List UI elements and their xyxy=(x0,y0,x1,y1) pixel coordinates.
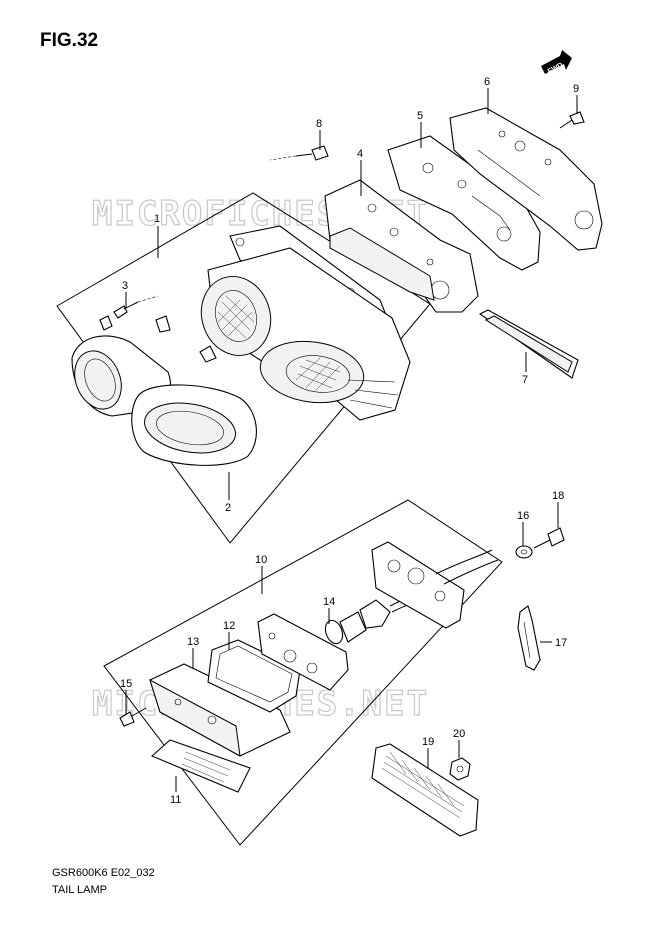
screw-8[interactable] xyxy=(269,145,329,161)
socket-plate[interactable] xyxy=(257,613,349,691)
callout-1: 1 xyxy=(154,213,160,225)
callout-16: 16 xyxy=(517,510,529,522)
screw-9[interactable] xyxy=(559,111,585,129)
callout-7: 7 xyxy=(522,374,528,386)
gasket-plate-4[interactable] xyxy=(324,179,479,313)
forward-direction-arrow-icon: FWD xyxy=(541,50,572,75)
screw-3[interactable] xyxy=(113,295,159,319)
callout-leaders xyxy=(125,88,578,792)
callout-14: 14 xyxy=(323,596,335,608)
washer-16[interactable] xyxy=(515,545,533,559)
nut-20[interactable] xyxy=(449,757,471,781)
model-code: GSR600K6 E02_032 xyxy=(52,867,155,879)
wire-grommet-plate[interactable] xyxy=(371,541,499,629)
callout-20: 20 xyxy=(453,728,465,740)
callout-18: 18 xyxy=(552,490,564,502)
lamp-rim-cover[interactable] xyxy=(66,315,257,466)
bulb-14[interactable] xyxy=(322,611,367,646)
license-lamp-assembly-frame xyxy=(103,499,503,846)
reflector-bracket-17[interactable] xyxy=(517,605,541,671)
callout-8: 8 xyxy=(316,118,322,130)
callout-17: 17 xyxy=(555,637,567,649)
callout-6: 6 xyxy=(484,76,490,88)
screw-15[interactable] xyxy=(119,707,147,727)
gasket-12[interactable] xyxy=(207,639,301,713)
callout-4: 4 xyxy=(357,148,363,160)
callout-10: 10 xyxy=(255,554,267,566)
tail-lamp-housing[interactable] xyxy=(191,225,411,421)
callout-19: 19 xyxy=(422,736,434,748)
callout-3: 3 xyxy=(122,280,128,292)
callout-2: 2 xyxy=(225,502,231,514)
figure-title: FIG.32 xyxy=(40,30,99,51)
mounting-plate-6[interactable] xyxy=(449,107,603,251)
rear-reflector-19[interactable] xyxy=(371,743,479,837)
callout-11: 11 xyxy=(170,794,181,806)
figure-caption: TAIL LAMP xyxy=(52,884,108,896)
callout-15: 15 xyxy=(120,678,132,690)
callout-5: 5 xyxy=(417,110,423,122)
sealing-strip-7[interactable] xyxy=(478,309,579,379)
lamp-cover-11[interactable] xyxy=(150,739,251,793)
bolt-18[interactable] xyxy=(533,527,565,549)
callout-13: 13 xyxy=(187,636,199,648)
license-lamp-body[interactable] xyxy=(149,663,291,757)
callout-12: 12 xyxy=(223,620,235,632)
callout-9: 9 xyxy=(573,83,579,95)
